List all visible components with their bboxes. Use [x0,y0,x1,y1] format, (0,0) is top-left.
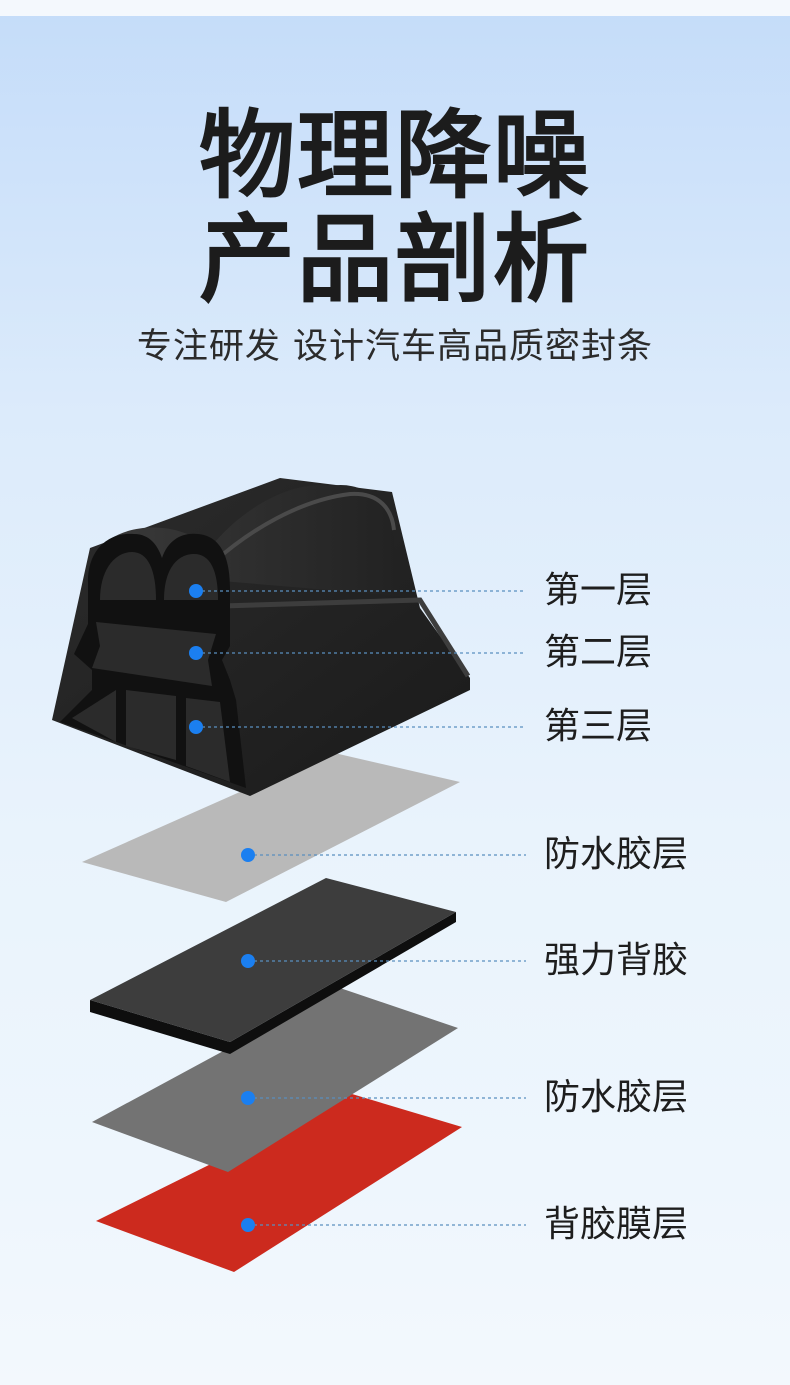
layer-label-waterproof-upper: 防水胶层 [544,834,689,875]
leader-lines [196,590,526,1226]
marker-dot-layer-2 [189,646,203,660]
marker-dots [189,584,255,1232]
layer-label-backing-film: 背胶膜层 [544,1204,689,1245]
layer-label-waterproof-lower: 防水胶层 [544,1077,689,1118]
strong-adhesive-top [90,878,456,1042]
marker-dot-layer-5 [241,954,255,968]
layer-label-first: 第一层 [544,570,653,611]
page-subtitle: 专注研发 设计汽车高品质密封条 [136,327,654,367]
layer-label-strong-adhesive: 强力背胶 [544,940,689,981]
waterproof-film-lower [92,988,458,1172]
top-strip [0,0,790,16]
marker-dot-layer-3 [189,720,203,734]
waterproof-film-upper [82,752,460,902]
marker-dot-layer-6 [241,1091,255,1105]
rubber-seal-strip [52,478,471,796]
marker-dot-layer-7 [241,1218,255,1232]
backing-film-red [96,1094,462,1272]
marker-dot-layer-4 [241,848,255,862]
page-title-line-1: 物理降噪 [199,100,591,212]
strong-adhesive-edge [90,912,456,1054]
marker-dot-layer-1 [189,584,203,598]
layer-label-second: 第二层 [544,632,653,673]
page-title-line-2: 产品剖析 [199,204,591,316]
layer-label-third: 第三层 [544,706,653,747]
